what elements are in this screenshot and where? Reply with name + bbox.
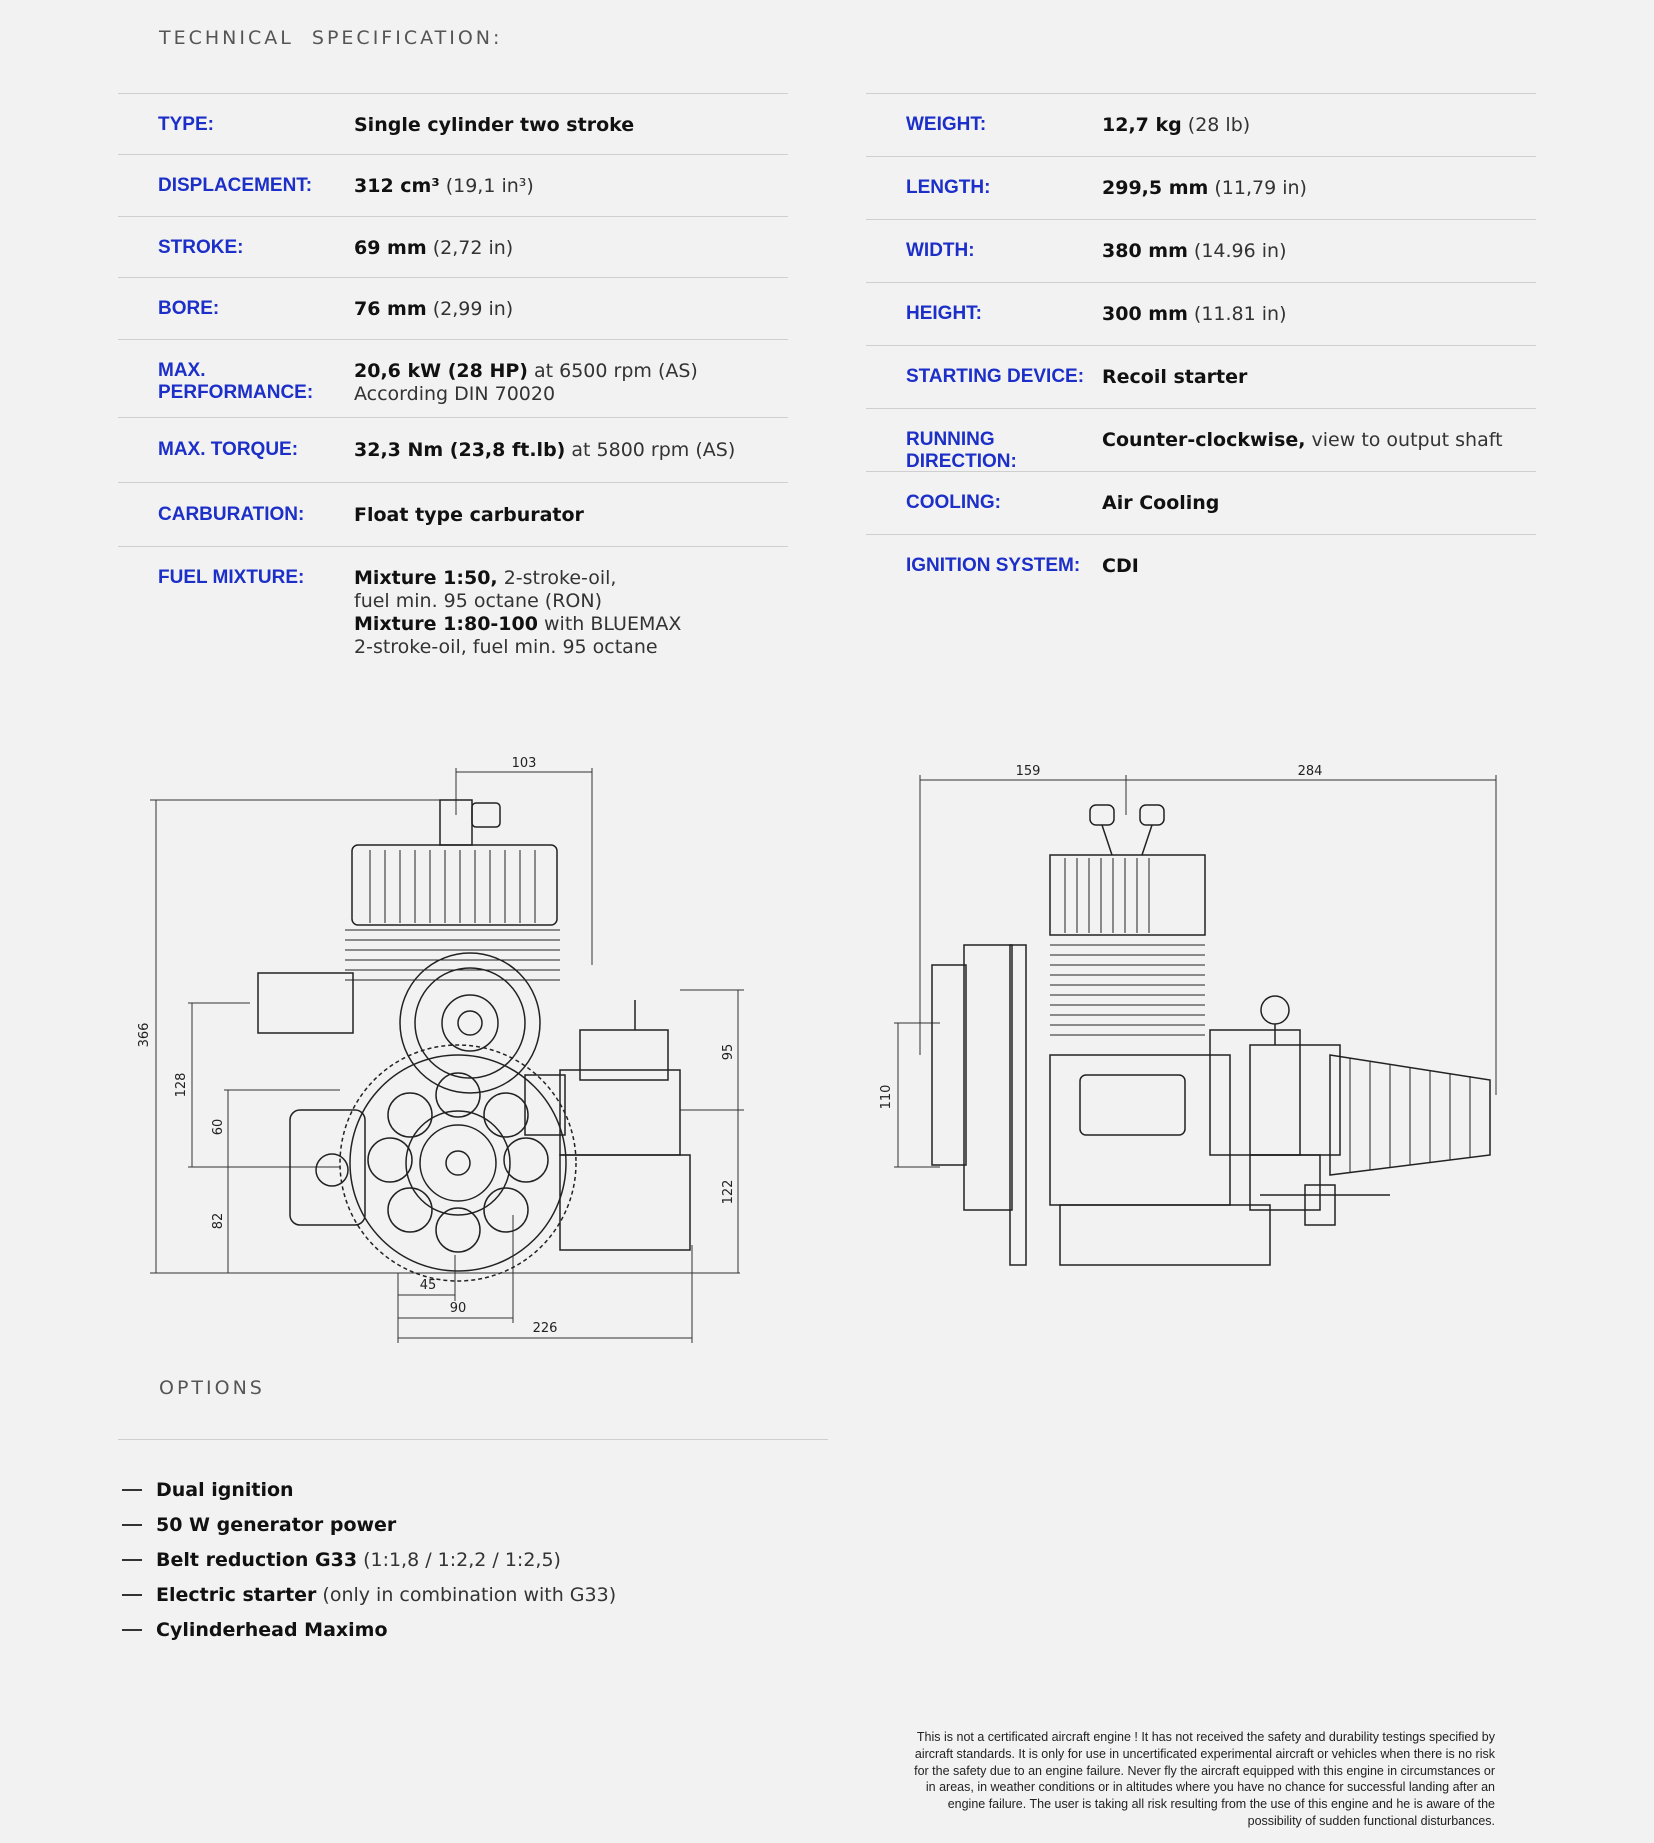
dash-icon (122, 1628, 142, 1631)
disclaimer-line: This is not a certificated aircraft engi… (916, 1730, 1495, 1744)
disclaimer-line: aircraft standards. It is only for use i… (914, 1746, 1495, 1761)
spec-row-carburation: CARBURATION: Float type carburator (118, 482, 788, 546)
spec-value: 300 mm (11.81 in) (1102, 303, 1287, 325)
disclaimer-line: engine failure. The user is taking all r… (947, 1797, 1495, 1812)
spec-value: Recoil starter (1102, 366, 1248, 388)
spec-value: Float type carburator (354, 504, 584, 526)
dash-icon (122, 1523, 142, 1526)
spec-label: LENGTH: (906, 177, 991, 198)
spec-row-height: HEIGHT: 300 mm (11.81 in) (866, 282, 1536, 345)
spec-label: TYPE: (158, 114, 214, 135)
list-item: Dual ignition (122, 1472, 616, 1507)
disclaimer-text: This is not a certificated aircraft engi… (795, 1729, 1495, 1830)
disclaimer-line: in areas, in weather conditions or in al… (925, 1780, 1495, 1795)
spec-label: DISPLACEMENT: (158, 175, 313, 196)
spec-value: 76 mm (2,99 in) (354, 298, 514, 320)
spec-row-displacement: DISPLACEMENT: 312 cm³ (19,1 in³) (118, 154, 788, 216)
spec-table-right: WEIGHT: 12,7 kg (28 lb) LENGTH: 299,5 mm… (866, 93, 1536, 597)
spec-title: TECHNICAL SPECIFICATION: (159, 27, 503, 49)
spec-value: 12,7 kg (28 lb) (1102, 114, 1251, 136)
dimension-label: 226 (533, 1321, 558, 1336)
dimension-label: 366 (137, 1023, 152, 1048)
spec-label: CARBURATION: (158, 504, 305, 525)
spec-label: COOLING: (906, 492, 1001, 513)
spec-row-cooling: COOLING: Air Cooling (866, 471, 1536, 534)
options-divider (118, 1439, 828, 1440)
dash-icon (122, 1593, 142, 1596)
spec-label: HEIGHT: (906, 303, 982, 324)
list-item: Electric starter(only in combination wit… (122, 1577, 616, 1612)
spec-label: STROKE: (158, 237, 244, 258)
dimension-label: 103 (512, 756, 537, 771)
spec-row-type: TYPE: Single cylinder two stroke (118, 93, 788, 154)
spec-value: 380 mm (14.96 in) (1102, 240, 1287, 262)
dimension-label: 60 (211, 1119, 226, 1136)
spec-label: IGNITION SYSTEM: (906, 555, 1081, 576)
spec-label: MAX. TORQUE: (158, 439, 299, 460)
dimension-label: 95 (721, 1044, 736, 1061)
spec-value: Single cylinder two stroke (354, 114, 635, 136)
spec-value: 20,6 kW (28 HP) at 6500 rpm (AS)Accordin… (354, 360, 698, 405)
options-list: Dual ignition 50 W generator power Belt … (122, 1472, 616, 1647)
dimension-label: 110 (879, 1085, 894, 1110)
spec-row-width: WIDTH: 380 mm (14.96 in) (866, 219, 1536, 282)
spec-value: CDI (1102, 555, 1139, 577)
dimension-label: 82 (211, 1213, 226, 1230)
spec-label: MAX. PERFORMANCE: (158, 360, 314, 403)
dash-icon (122, 1488, 142, 1491)
spec-row-bore: BORE: 76 mm (2,99 in) (118, 277, 788, 339)
spec-value: 69 mm (2,72 in) (354, 237, 514, 259)
dimension-label: 90 (450, 1301, 467, 1316)
dimension-label: 122 (721, 1180, 736, 1205)
options-title: OPTIONS (159, 1377, 265, 1399)
spec-value: Air Cooling (1102, 492, 1220, 514)
spec-value: 299,5 mm (11,79 in) (1102, 177, 1307, 199)
spec-value: Mixture 1:50, 2-stroke-oil, fuel min. 95… (354, 567, 682, 658)
spec-value: Counter-clockwise, view to output shaft (1102, 429, 1503, 451)
list-item: 50 W generator power (122, 1507, 616, 1542)
spec-table-left: TYPE: Single cylinder two stroke DISPLAC… (118, 93, 788, 670)
spec-label: STARTING DEVICE: (906, 366, 1085, 387)
spec-row-max-performance: MAX. PERFORMANCE: 20,6 kW (28 HP) at 650… (118, 339, 788, 417)
spec-row-ignition-system: IGNITION SYSTEM: CDI (866, 534, 1536, 597)
spec-label: WEIGHT: (906, 114, 987, 135)
spec-row-running-direction: RUNNING DIRECTION: Counter-clockwise, vi… (866, 408, 1536, 472)
engine-side-view-drawing: 159 284 110 (879, 764, 1497, 1266)
dimension-label: 159 (1016, 764, 1041, 779)
spec-value: 312 cm³ (19,1 in³) (354, 175, 534, 197)
spec-row-starting-device: STARTING DEVICE: Recoil starter (866, 345, 1536, 408)
list-item: Belt reduction G33(1:1,8 / 1:2,2 / 1:2,5… (122, 1542, 616, 1577)
spec-label: WIDTH: (906, 240, 975, 261)
spec-label: BORE: (158, 298, 220, 319)
dimension-label: 45 (420, 1278, 437, 1293)
spec-label: FUEL MIXTURE: (158, 567, 305, 588)
disclaimer-line: for the safety due to an engine failure.… (914, 1763, 1495, 1778)
spec-label: RUNNING DIRECTION: (906, 429, 1017, 472)
disclaimer-line: possibility of sudden functional disturb… (1247, 1813, 1495, 1828)
list-item: Cylinderhead Maximo (122, 1612, 616, 1647)
engine-front-view-drawing: 103 366 128 60 82 95 122 45 90 226 (137, 756, 744, 1343)
dimension-label: 284 (1298, 764, 1323, 779)
spec-row-weight: WEIGHT: 12,7 kg (28 lb) (866, 93, 1536, 156)
dash-icon (122, 1558, 142, 1561)
spec-row-length: LENGTH: 299,5 mm (11,79 in) (866, 156, 1536, 219)
spec-value: 32,3 Nm (23,8 ft.lb) at 5800 rpm (AS) (354, 439, 736, 461)
dimension-label: 128 (174, 1073, 189, 1098)
spec-row-stroke: STROKE: 69 mm (2,72 in) (118, 216, 788, 277)
spec-row-fuel-mixture: FUEL MIXTURE: Mixture 1:50, 2-stroke-oil… (118, 546, 788, 670)
spec-row-max-torque: MAX. TORQUE: 32,3 Nm (23,8 ft.lb) at 580… (118, 417, 788, 482)
